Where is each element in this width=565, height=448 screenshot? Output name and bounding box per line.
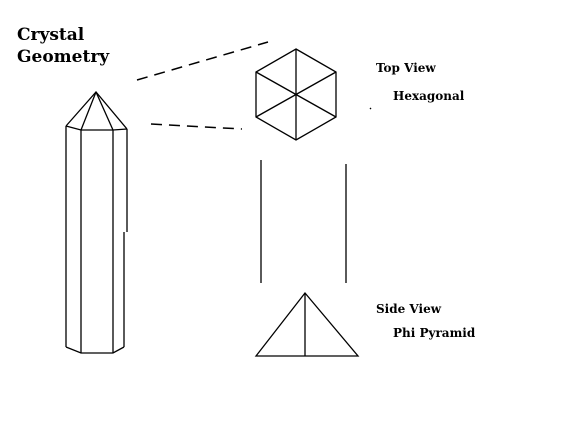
hexagon-top-view xyxy=(255,48,337,141)
prism-tip-outline xyxy=(65,91,128,130)
prism-top-rim xyxy=(65,125,128,131)
hexagon-diagonal-3 xyxy=(255,71,337,118)
pyramid-outline xyxy=(254,291,360,357)
stray-mark xyxy=(369,107,372,110)
crystal-prism xyxy=(65,91,128,354)
prism-tip-edge-right xyxy=(95,91,114,131)
pyramid-side-view xyxy=(254,291,360,357)
top-view-label: Top View xyxy=(376,61,436,75)
projection-line-upper xyxy=(136,41,269,81)
top-view-shape: Hexagonal xyxy=(393,89,465,103)
side-view-label: Side View xyxy=(376,302,442,316)
prism-tip-edge-left xyxy=(80,91,97,131)
title-line-2: Geometry xyxy=(17,47,110,67)
projection-line-lower xyxy=(150,123,243,130)
side-view-shape: Phi Pyramid xyxy=(393,326,476,340)
title-line-1: Crystal xyxy=(17,25,85,45)
prism-bottom-rim xyxy=(65,346,125,354)
